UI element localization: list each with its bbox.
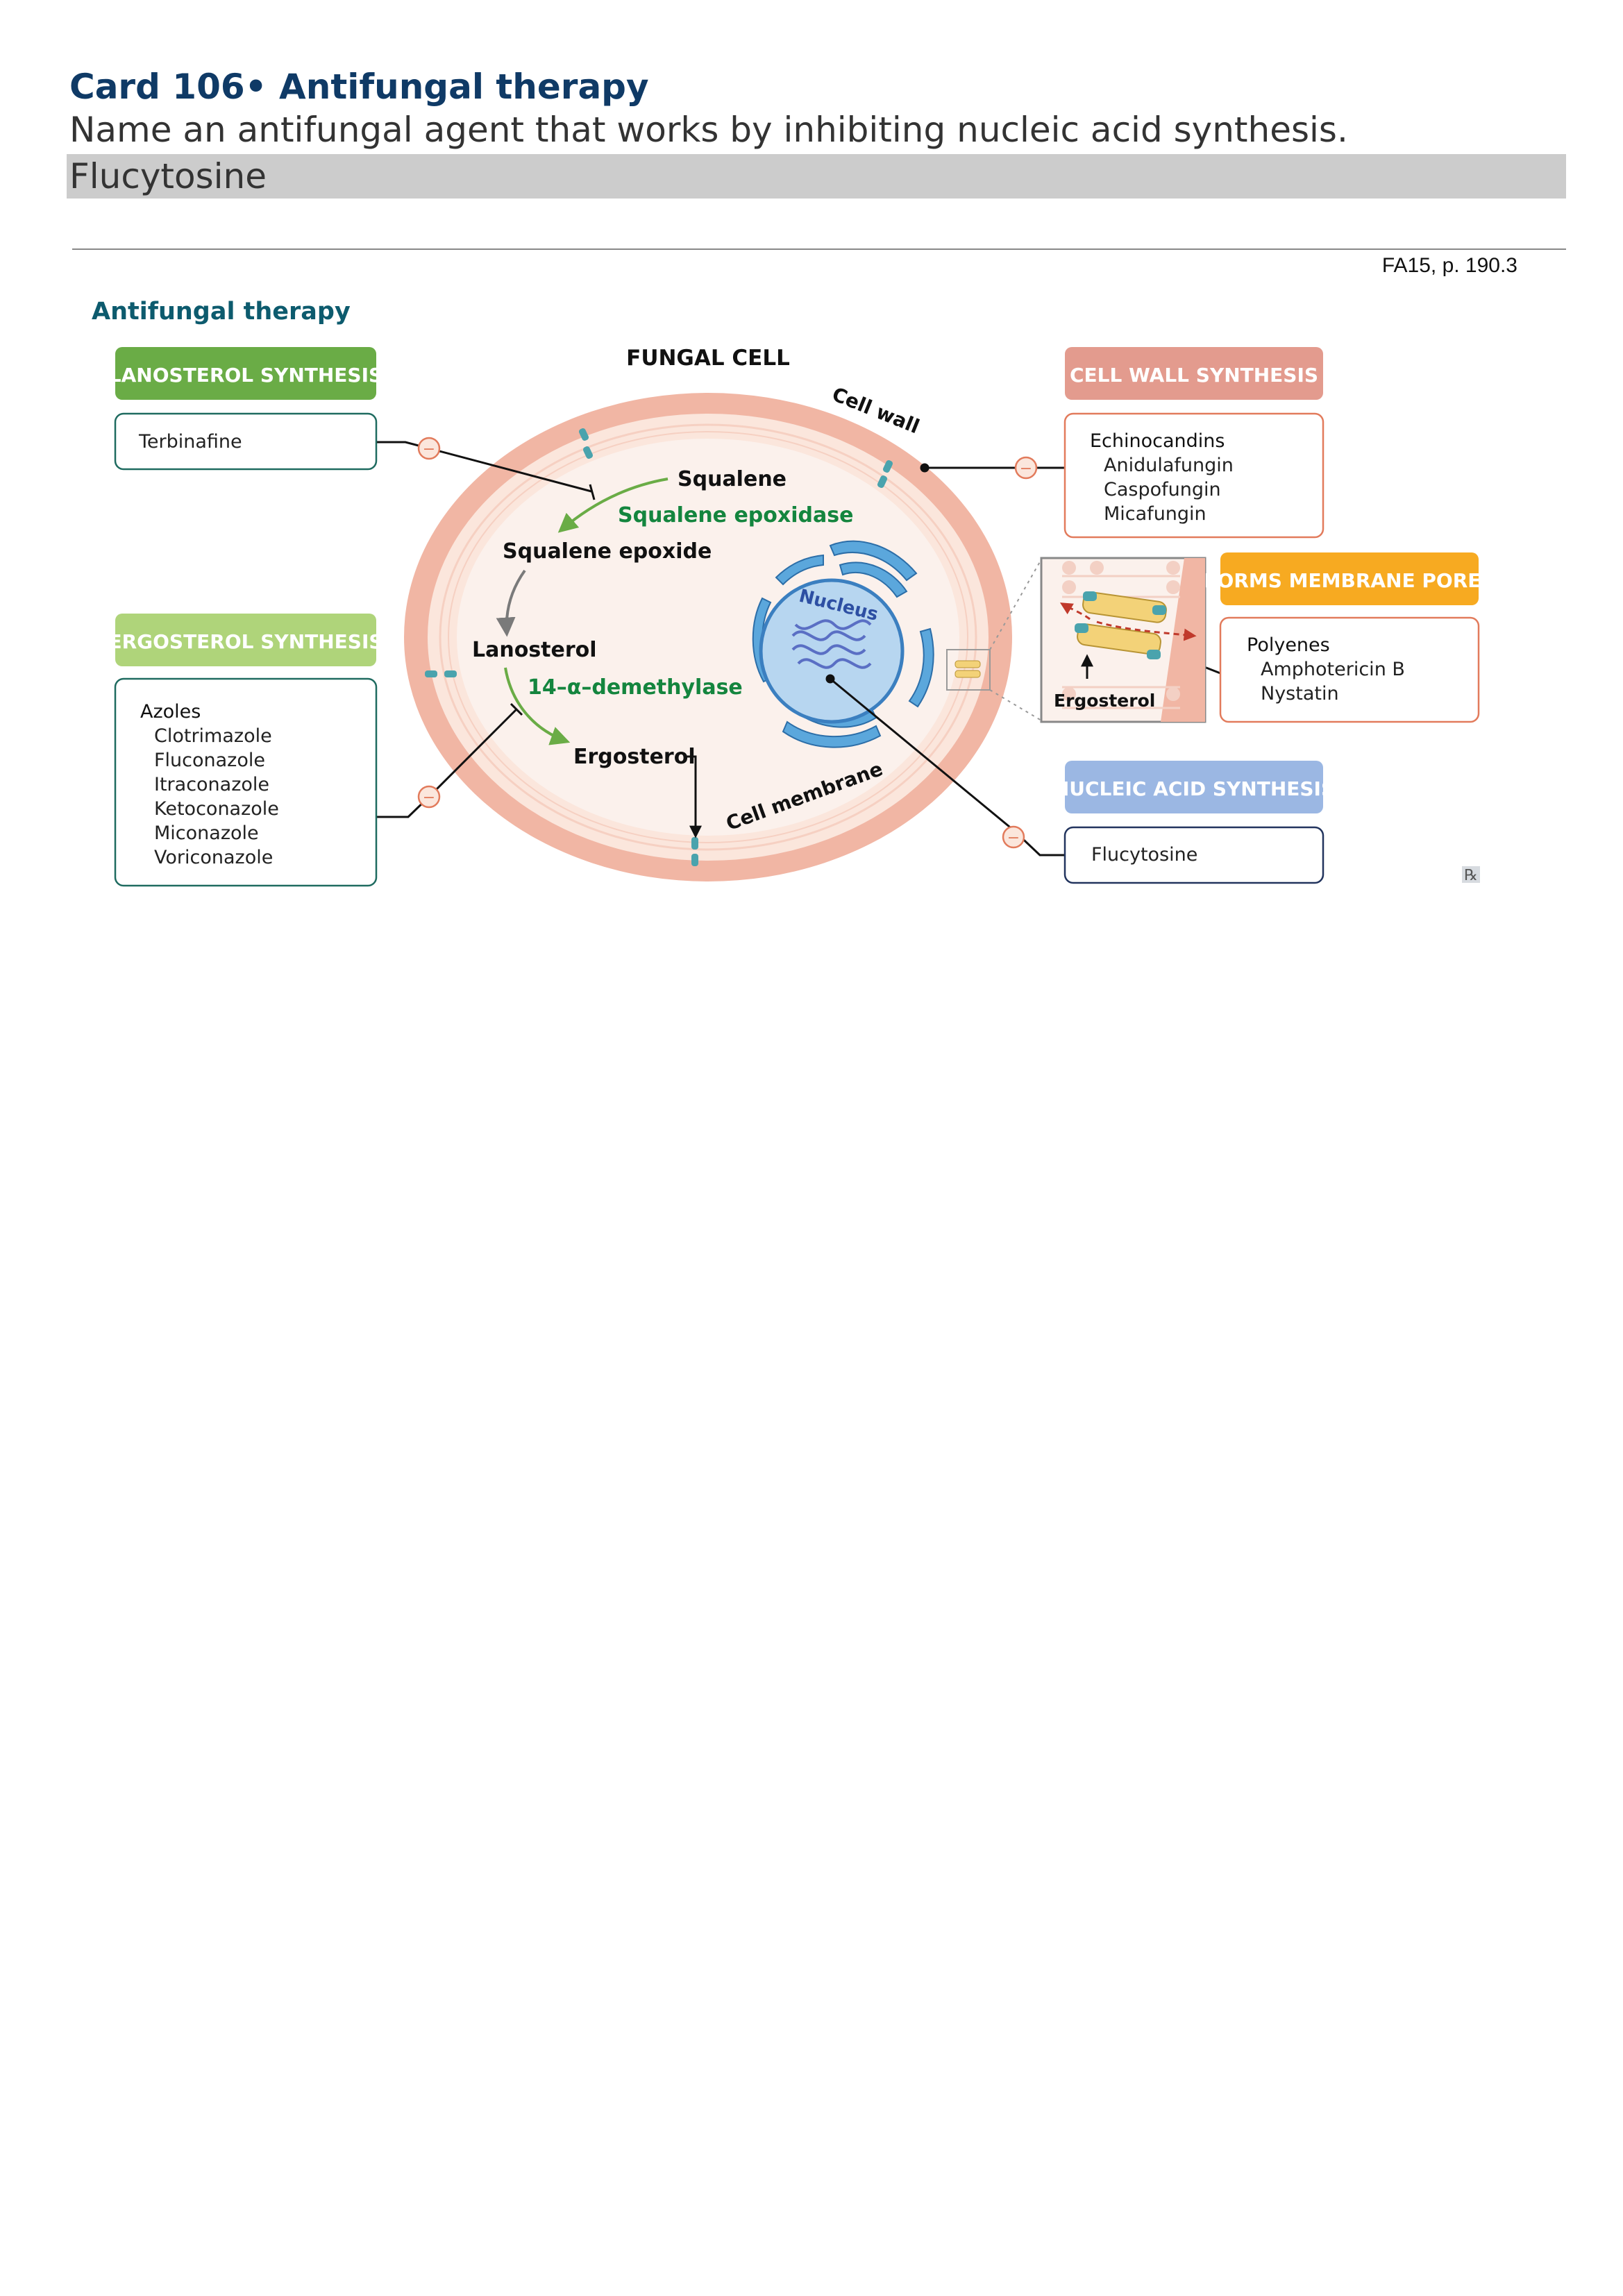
antifungal-diagram: Antifungal therapy FUNGAL CELL Cell wall…	[92, 298, 1495, 887]
group-azoles: Azoles	[140, 701, 201, 723]
nucleic-acid-header-bg	[1065, 761, 1323, 813]
diagram-heading: Antifungal therapy	[92, 298, 351, 326]
category-membrane-pores: FORMS MEMBRANE PORES Polyenes Amphoteric…	[1204, 552, 1495, 723]
rx-icon: ℞	[1462, 866, 1480, 884]
drug-nystatin: Nystatin	[1261, 683, 1339, 704]
drug-amphotericin-b: Amphotericin B	[1261, 659, 1405, 680]
ergosterol-label: Ergosterol	[573, 745, 696, 769]
drug-itraconazole: Itraconazole	[154, 774, 269, 795]
lanosterol-header: LANOSTEROL SYNTHESIS	[109, 364, 382, 387]
svg-text:℞: ℞	[1464, 867, 1478, 884]
demethylase-label: 14–α–demethylase	[528, 675, 743, 700]
cell-title: FUNGAL CELL	[626, 346, 790, 371]
svg-text:−: −	[423, 789, 435, 807]
fungal-cell: FUNGAL CELL Cell wall Cell membrane Nucl…	[404, 346, 1012, 881]
group-polyenes: Polyenes	[1247, 634, 1330, 656]
inhibit-icon-azoles: −	[417, 785, 441, 809]
answer-highlight	[67, 154, 1566, 199]
drug-caspofungin: Caspofungin	[1104, 479, 1221, 500]
membrane-pores-header: FORMS MEMBRANE PORES	[1204, 569, 1495, 592]
lanosterol-label: Lanosterol	[472, 638, 597, 662]
drug-clotrimazole: Clotrimazole	[154, 725, 272, 747]
cell-wall-header: CELL WALL SYNTHESIS	[1070, 364, 1318, 387]
category-ergosterol-synthesis: ERGOSTEROL SYNTHESIS Azoles Clotrimazole…	[108, 614, 383, 887]
drug-micafungin: Micafungin	[1104, 503, 1206, 525]
group-echinocandins: Echinocandins	[1090, 430, 1225, 452]
inset-ergosterol-label: Ergosterol	[1054, 691, 1155, 711]
squalene-epoxide-label: Squalene epoxide	[503, 539, 712, 564]
source-reference: FA15, p. 190.3	[1381, 254, 1517, 277]
lanosterol-header-bg	[115, 347, 376, 400]
membrane-pores-header-bg	[1220, 552, 1479, 605]
svg-text:−: −	[423, 441, 435, 458]
nucleic-acid-header: NUCLEIC ACID SYNTHESIS	[1053, 777, 1335, 800]
drug-flucytosine: Flucytosine	[1091, 844, 1197, 866]
category-nucleic-acid-synthesis: NUCLEIC ACID SYNTHESIS Flucytosine	[1053, 761, 1335, 884]
drug-fluconazole: Fluconazole	[154, 750, 265, 771]
inhibit-icon-terbinafine: −	[417, 437, 441, 460]
squalene-label: Squalene	[678, 467, 787, 491]
drug-miconazole: Miconazole	[154, 822, 259, 844]
drug-ketoconazole: Ketoconazole	[154, 798, 279, 820]
svg-text:−: −	[1020, 460, 1032, 478]
cell-wall-header-bg	[1065, 347, 1323, 400]
inhibit-icon-flucytosine: −	[1002, 825, 1025, 849]
drug-voriconazole: Voriconazole	[154, 847, 273, 868]
drug-anidulafungin: Anidulafungin	[1104, 455, 1234, 476]
nucleus: Nucleus	[752, 540, 934, 748]
ergosterol-header: ERGOSTEROL SYNTHESIS	[108, 630, 382, 653]
svg-text:−: −	[1007, 829, 1020, 847]
drug-terbinafine: Terbinafine	[138, 431, 242, 453]
membrane-pore-inset: Ergosterol	[1040, 557, 1206, 723]
squalene-epoxidase-label: Squalene epoxidase	[618, 503, 853, 527]
inhibit-icon-echinocandins: −	[1014, 456, 1038, 480]
card-title: Card 106• Antifungal therapy	[69, 67, 649, 107]
divider	[72, 248, 1566, 250]
card-answer: Flucytosine	[69, 156, 267, 196]
card-question: Name an antifungal agent that works by i…	[69, 110, 1348, 150]
ergosterol-header-bg	[115, 614, 376, 666]
category-lanosterol-synthesis: LANOSTEROL SYNTHESIS Terbinafine	[109, 347, 382, 471]
category-cell-wall-synthesis: CELL WALL SYNTHESIS Echinocandins Anidul…	[1063, 347, 1325, 539]
